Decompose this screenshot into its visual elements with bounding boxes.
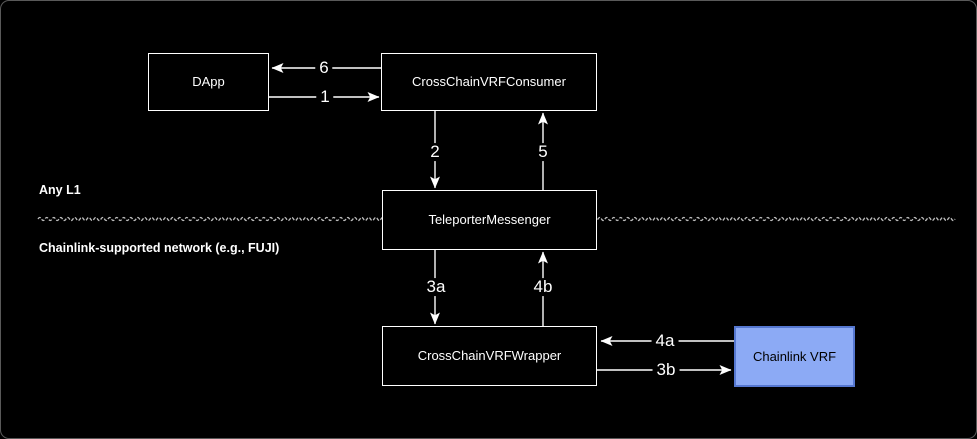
- node-chainlink-vrf: Chainlink VRF: [734, 326, 855, 387]
- edge-3b-label: 3b: [652, 361, 680, 379]
- node-dapp-label: DApp: [192, 74, 225, 90]
- edge-4a-label: 4a: [651, 332, 679, 350]
- edge-4b-label: 4b: [529, 278, 557, 296]
- region-label-chainlink-network: Chainlink-supported network (e.g., FUJI): [39, 241, 280, 255]
- node-chainlink-vrf-label: Chainlink VRF: [752, 348, 837, 364]
- region-label-any-l1: Any L1: [39, 183, 81, 197]
- edge-3a-label: 3a: [422, 278, 450, 296]
- node-crosschainvrfconsumer: CrossChainVRFConsumer: [381, 53, 597, 111]
- node-dapp: DApp: [148, 53, 269, 111]
- network-divider-squiggle: [37, 216, 956, 222]
- node-crosschainvrfwrapper: CrossChainVRFWrapper: [382, 326, 597, 386]
- node-crosschainvrfconsumer-label: CrossChainVRFConsumer: [412, 74, 566, 90]
- node-teleportermessenger: TeleporterMessenger: [382, 190, 597, 250]
- edge-1-label: 1: [316, 88, 334, 106]
- edge-5-label: 5: [534, 143, 552, 161]
- node-teleportermessenger-label: TeleporterMessenger: [428, 212, 551, 228]
- edge-2-label: 2: [426, 143, 444, 161]
- node-crosschainvrfwrapper-label: CrossChainVRFWrapper: [417, 348, 562, 364]
- edge-6-label: 6: [315, 59, 333, 77]
